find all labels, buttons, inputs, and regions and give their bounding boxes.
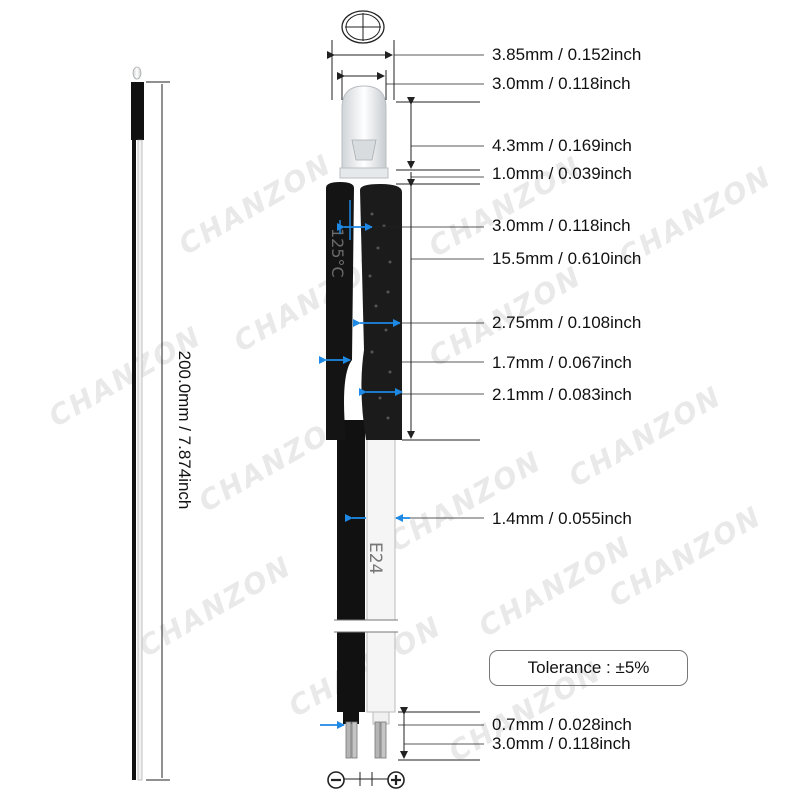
led-lens	[339, 85, 389, 179]
wire-black-upper	[337, 420, 365, 620]
dim-label-lens-outer-diameter: 3.85mm / 0.152inch	[492, 45, 642, 64]
dim-label-lens-diameter: 3.0mm / 0.118inch	[492, 74, 631, 93]
blue-ticks	[339, 200, 351, 240]
wire-white-lower	[366, 631, 396, 713]
dim-label-strip-length: 3.0mm / 0.118inch	[492, 734, 631, 753]
sleeve-print: 125°C	[328, 228, 347, 278]
dim-label-flange-height: 1.0mm / 0.039inch	[492, 164, 632, 183]
stripped-wire-ends	[343, 711, 390, 759]
tolerance-badge: Tolerance : ±5%	[489, 650, 688, 686]
dim-label-sleeve-diameter: 2.75mm / 0.108inch	[492, 313, 642, 332]
full-length-led-view	[131, 66, 170, 781]
polarity-markers	[327, 771, 405, 789]
wire-break	[334, 619, 398, 633]
cable-print: E24	[365, 542, 385, 574]
dim-label-cable-diameter: 1.4mm / 0.055inch	[492, 509, 632, 528]
wire-white-upper	[366, 419, 396, 621]
dim-label-lens-height: 4.3mm / 0.169inch	[492, 136, 632, 155]
dimension-lines	[327, 51, 415, 786]
small-wire-white	[137, 139, 143, 781]
blue-measure-arrows	[319, 223, 410, 729]
overall-length-label: 200.0mm / 7.874inch	[175, 350, 194, 510]
leader-lines	[372, 54, 484, 745]
small-led-sleeve	[131, 82, 144, 140]
dim-label-sleeve-length: 15.5mm / 0.610inch	[492, 249, 642, 268]
small-wire-black	[132, 140, 136, 780]
dim-label-wire-diameter-pos: 2.1mm / 0.083inch	[492, 385, 632, 404]
dim-label-conductor-diameter: 0.7mm / 0.028inch	[492, 715, 632, 734]
dim-label-sleeve-width: 3.0mm / 0.118inch	[492, 216, 631, 235]
led-top-view	[341, 10, 385, 44]
dim-label-wire-diameter-neg: 1.7mm / 0.067inch	[492, 353, 632, 372]
wire-black-lower	[337, 632, 365, 712]
sleeve-left	[326, 182, 354, 440]
tolerance-text: Tolerance : ±5%	[527, 658, 650, 677]
small-led-lens	[132, 66, 142, 80]
sleeve-right	[360, 184, 402, 440]
